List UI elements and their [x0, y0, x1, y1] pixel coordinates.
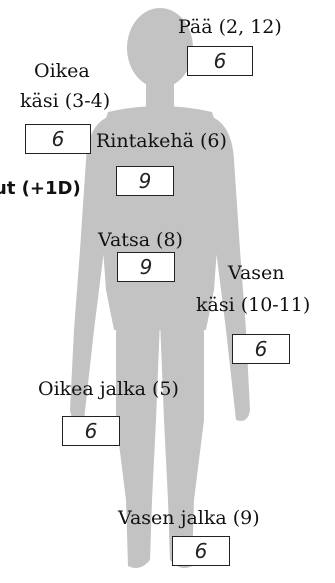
right-leg-armor-value[interactable]: 6 [62, 416, 120, 446]
right-arm-armor-value[interactable]: 6 [25, 124, 91, 154]
left-arm-label-line2: käsi (10-11) [196, 294, 311, 316]
stomach-label: Vatsa (8) [98, 229, 183, 251]
left-arm-label-line1: Vasen [228, 262, 285, 284]
left-leg-armor-value[interactable]: 6 [172, 536, 230, 566]
chest-label: Rintakehä (6) [96, 130, 227, 152]
right-leg-label: Oikea jalka (5) [38, 378, 179, 400]
stomach-armor-value[interactable]: 9 [117, 252, 175, 282]
head-label: Pää (2, 12) [178, 16, 282, 38]
left-leg-label: Vasen jalka (9) [118, 507, 260, 529]
right-arm-label-line1: Oikea [34, 60, 90, 82]
right-arm-label-line2: käsi (3-4) [20, 90, 111, 112]
head-armor-value[interactable]: 6 [187, 46, 253, 76]
chest-armor-value[interactable]: 9 [116, 166, 174, 196]
armor-bonus-note: ut (+1D) [0, 178, 81, 199]
left-arm-armor-value[interactable]: 6 [232, 334, 290, 364]
